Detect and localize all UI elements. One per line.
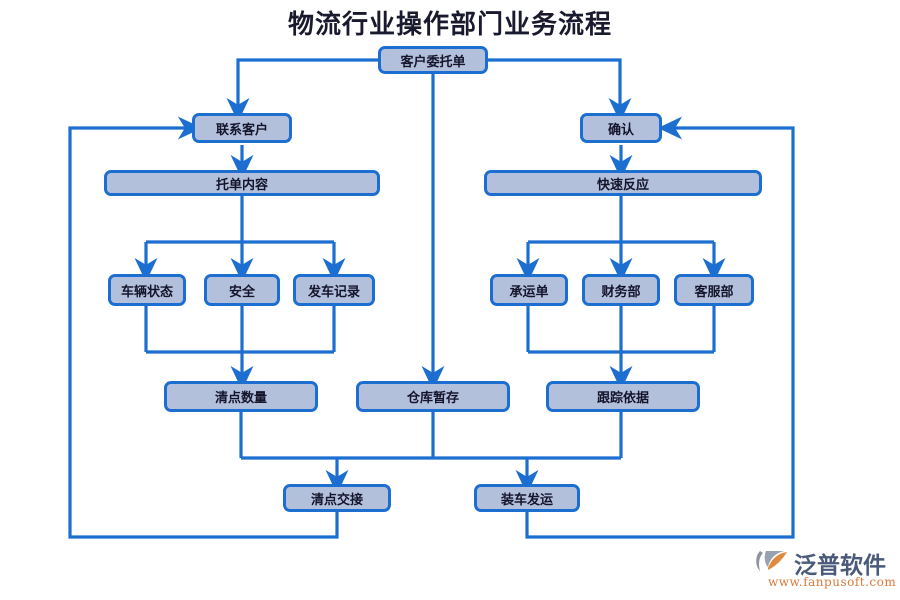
logo-brand-name: 泛普软件 — [794, 553, 886, 579]
node-safety[interactable]: 安全 — [204, 274, 280, 306]
wire-feedback-left — [68, 116, 339, 539]
node-order-content[interactable]: 托单内容 — [104, 170, 380, 196]
wire-order-to-confirm — [488, 58, 632, 123]
node-service-dept[interactable]: 客服部 — [674, 274, 754, 306]
node-count-quantity[interactable]: 清点数量 — [164, 381, 318, 412]
node-count-handover[interactable]: 清点交接 — [283, 484, 391, 512]
brand-logo: 泛普软件 www.fanpusoft.com — [752, 546, 897, 594]
node-vehicle-status[interactable]: 车辆状态 — [108, 274, 186, 306]
node-carrier-note[interactable]: 承运单 — [490, 274, 568, 306]
node-load-dispatch[interactable]: 装车发运 — [474, 484, 580, 512]
node-fast-response[interactable]: 快速反应 — [484, 170, 762, 196]
logo-website-url: www.fanpusoft.com — [768, 575, 897, 589]
node-warehouse-temp[interactable]: 仓库暂存 — [356, 381, 510, 412]
node-contact-customer[interactable]: 联系客户 — [192, 113, 292, 143]
node-confirm[interactable]: 确认 — [580, 113, 662, 143]
fanpu-logo-icon — [756, 551, 787, 571]
node-departure-record[interactable]: 发车记录 — [293, 274, 375, 306]
wire-feedback-right — [525, 116, 795, 539]
wire-order-to-contact — [226, 58, 378, 123]
page-title: 物流行业操作部门业务流程 — [287, 10, 612, 40]
node-tracking-basis[interactable]: 跟踪依据 — [546, 381, 700, 412]
node-finance-dept[interactable]: 财务部 — [582, 274, 660, 306]
node-customer-order[interactable]: 客户委托单 — [378, 46, 488, 74]
